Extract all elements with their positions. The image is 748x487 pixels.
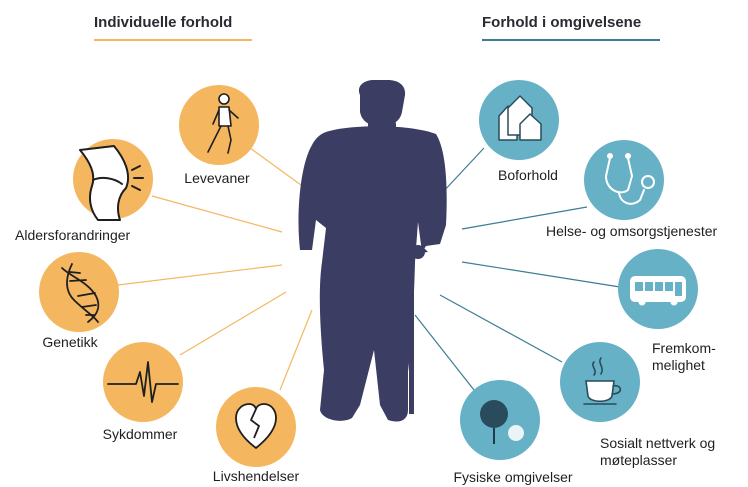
connector-sykdommer <box>180 292 286 355</box>
label-fremkommelighet-line-1: Fremkom- <box>652 340 716 357</box>
elderly-person-with-cane-icon <box>299 80 447 422</box>
environment-factors-heading: Forhold i omgivelsene <box>482 14 641 31</box>
connector-aldersforandringer <box>152 196 282 232</box>
label-sosialt-line-2: møteplasser <box>600 452 715 469</box>
connector-sosialt <box>440 295 562 362</box>
individual-heading-rule <box>94 39 252 41</box>
label-livshendelser: Livshendelser <box>213 468 299 485</box>
connector-fysiske <box>415 315 474 390</box>
label-sosialt-line-1: Sosialt nettverk og <box>600 435 715 452</box>
label-fremkommelighet-line-2: melighet <box>652 357 716 374</box>
label-sykdommer: Sykdommer <box>103 426 178 443</box>
individual-factors-heading: Individuelle forhold <box>94 14 232 31</box>
label-helse-og-omsorgstjenester: Helse- og omsorgstjenester <box>546 223 717 240</box>
label-boforhold: Boforhold <box>498 167 558 184</box>
label-sosialt-nettverk: Sosialt nettverk og møteplasser <box>600 435 715 469</box>
genetikk-circle <box>39 252 119 332</box>
connector-genetikk <box>118 265 282 285</box>
connector-livshendelser <box>280 310 312 390</box>
connector-fremkommelighet <box>462 262 620 287</box>
sykdommer-circle <box>103 342 183 422</box>
helse-circle <box>584 140 664 220</box>
label-fremkommelighet: Fremkom- melighet <box>652 340 716 374</box>
label-levevaner: Levevaner <box>184 170 249 187</box>
environment-heading-rule <box>482 39 660 41</box>
connector-boforhold <box>442 148 484 193</box>
label-genetikk: Genetikk <box>42 334 97 351</box>
label-aldersforandringer: Aldersforandringer <box>15 227 130 244</box>
bus-icon <box>630 276 686 306</box>
label-fysiske-omgivelser: Fysiske omgivelser <box>453 469 572 486</box>
